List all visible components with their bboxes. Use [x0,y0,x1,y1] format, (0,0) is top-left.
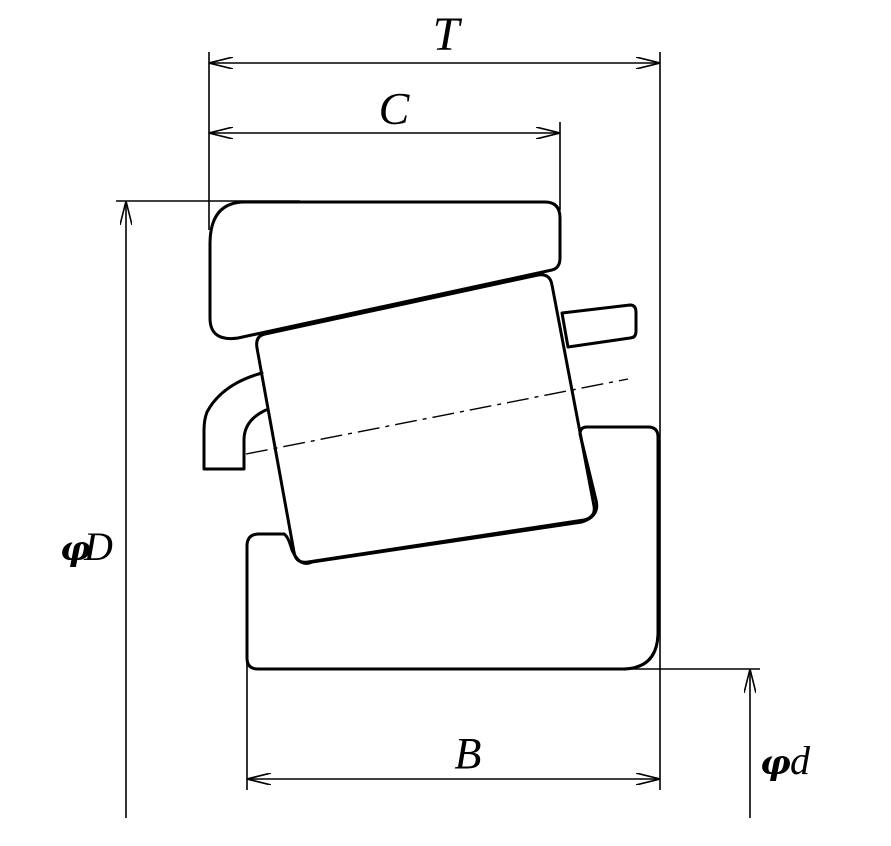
cage-bottom-section [202,371,268,471]
label-B: B [455,729,482,778]
label-T: T [433,8,463,61]
label-phid: φ d [760,738,811,783]
extension-lines [116,52,760,790]
phi-symbol-D: φ [60,529,91,569]
cage-top-section [560,303,638,349]
outer-ring-cup [208,200,562,341]
dimension-lines [126,63,750,818]
inner-ring-cone [245,425,660,671]
label-d: d [790,738,811,783]
phi-symbol-d: φ [760,743,791,783]
label-D: D [83,524,113,569]
label-phiD: φ D [60,524,113,569]
roller-axis-centerline [245,378,629,455]
label-C: C [379,83,411,134]
